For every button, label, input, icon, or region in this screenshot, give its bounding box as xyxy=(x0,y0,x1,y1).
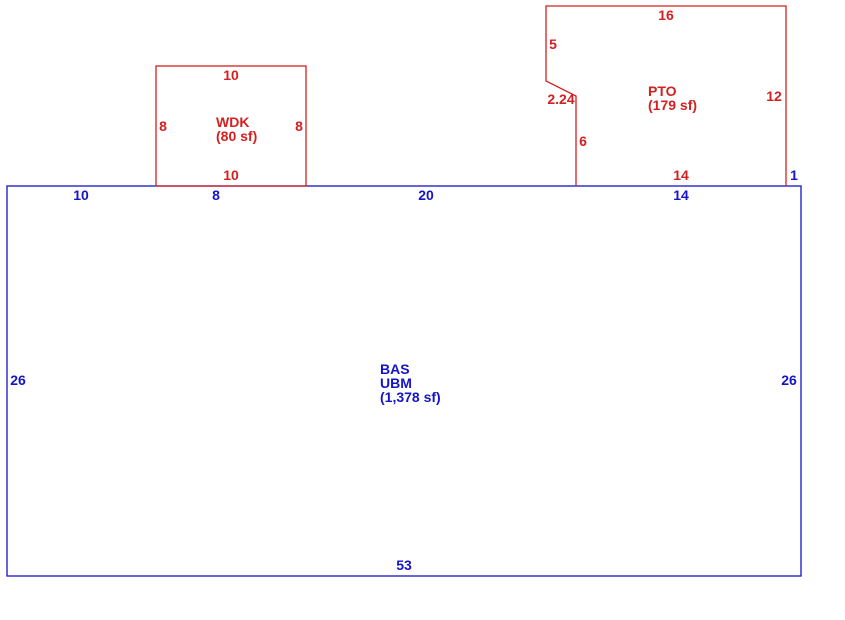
bas-top-dimension-2: 8 xyxy=(212,187,220,203)
pto-outline xyxy=(545,5,787,186)
pto-top-dimension: 16 xyxy=(658,7,674,23)
bas-top-dimension-1: 10 xyxy=(73,187,89,203)
pto-right-dimension: 12 xyxy=(766,88,782,104)
bas-area-label: (1,378 sf) xyxy=(380,389,441,405)
wdk-bottom-dimension: 10 xyxy=(223,167,239,183)
bas-top-dimension-3: 20 xyxy=(418,187,434,203)
bas-code-label: BAS xyxy=(380,361,410,377)
bas-right-dimension: 26 xyxy=(781,372,797,388)
bas-left-dimension: 26 xyxy=(10,372,26,388)
bas-bottom-dimension: 53 xyxy=(396,557,412,573)
bas-subcode-label: UBM xyxy=(380,375,412,391)
wdk-left-dimension: 8 xyxy=(159,118,167,134)
wdk-outline xyxy=(155,65,307,187)
wdk-area-label: (80 sf) xyxy=(216,128,257,144)
bas-outline xyxy=(6,185,802,577)
wdk-right-dimension: 8 xyxy=(295,118,303,134)
pto-diagonal-dimension: 2.24 xyxy=(547,91,574,107)
wdk-code-label: WDK xyxy=(216,114,249,130)
bas-top-dimension-4: 14 xyxy=(673,187,689,203)
pto-left-lower-dimension: 6 xyxy=(579,133,587,149)
pto-code-label: PTO xyxy=(648,83,677,99)
wdk-top-dimension: 10 xyxy=(223,67,239,83)
pto-area-label: (179 sf) xyxy=(648,97,697,113)
pto-bottom-dimension: 14 xyxy=(673,167,689,183)
pto-left-upper-dimension: 5 xyxy=(549,36,557,52)
pto-corner-dimension: 1 xyxy=(790,167,798,183)
